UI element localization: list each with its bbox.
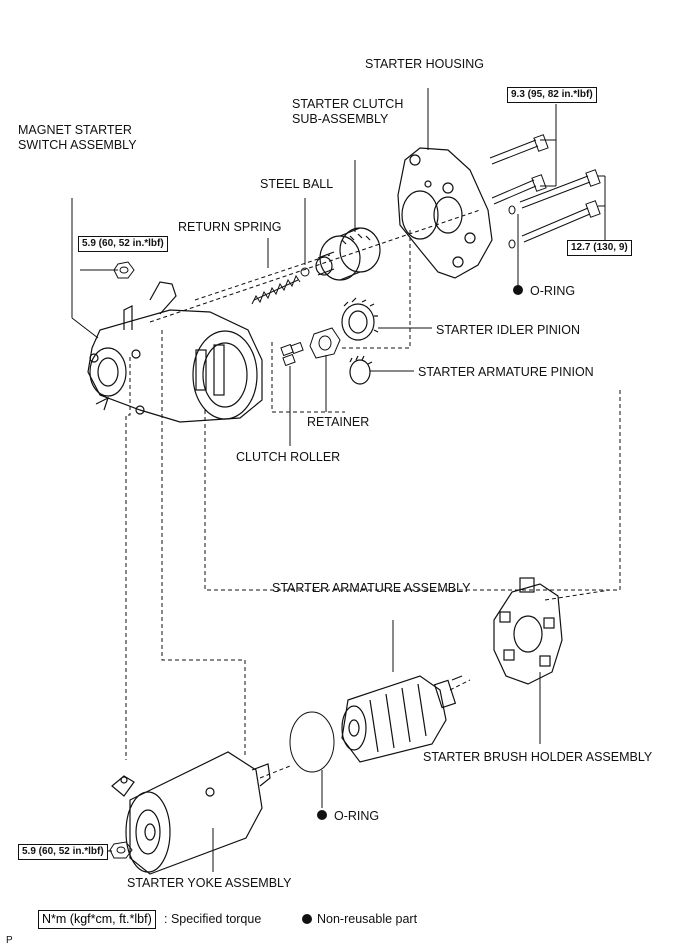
label-starter-clutch: STARTER CLUTCH <box>292 97 404 111</box>
label-starter-brush-holder-assembly: STARTER BRUSH HOLDER ASSEMBLY <box>423 750 653 764</box>
brush-holder-drawing <box>493 577 563 685</box>
label-starter-housing: STARTER HOUSING <box>365 57 484 71</box>
armature-pinion-drawing <box>349 355 373 385</box>
small-o-rings-drawing <box>508 205 516 249</box>
torque-housing-bolts: 9.3 (95, 82 in.*lbf) <box>507 87 597 103</box>
clutch-roller-drawing <box>280 341 304 367</box>
nonreusable-dot-bottom <box>317 810 327 820</box>
armature-drawing <box>341 675 463 763</box>
corner-mark: P <box>6 935 13 946</box>
legend-nonreusable: Non-reusable part <box>302 912 417 927</box>
label-retainer: RETAINER <box>307 415 370 429</box>
label-o-ring-bottom: O-RING <box>334 809 380 823</box>
legend-torque-desc: : Specified torque <box>164 912 262 926</box>
legend-torque-unit: N*m (kgf*cm, ft.*lbf) <box>38 910 156 929</box>
label-starter-armature-assembly: STARTER ARMATURE ASSEMBLY <box>272 581 471 595</box>
label-switch-assembly: SWITCH ASSEMBLY <box>18 138 137 152</box>
steel-ball-drawing <box>300 267 310 277</box>
starter-clutch-drawing <box>315 227 381 281</box>
label-starter-armature-pinion: STARTER ARMATURE PINION <box>418 365 594 379</box>
housing-bolts-drawing <box>489 134 601 243</box>
idler-pinion-drawing <box>341 297 379 341</box>
switch-nut-drawing <box>113 261 135 279</box>
starter-housing-drawing <box>397 147 493 279</box>
yoke-nut-drawing <box>109 841 133 859</box>
return-spring-drawing <box>251 274 301 305</box>
large-o-ring-drawing <box>289 711 335 773</box>
label-starter-idler-pinion: STARTER IDLER PINION <box>436 323 581 337</box>
nonreusable-dot-icon <box>302 914 312 924</box>
label-o-ring-top: O-RING <box>530 284 576 298</box>
torque-switch-nut: 5.9 (60, 52 in.*lbf) <box>78 236 168 252</box>
torque-through-bolts: 12.7 (130, 9) <box>567 240 632 256</box>
label-clutch-roller: CLUTCH ROLLER <box>236 450 341 464</box>
yoke-drawing <box>111 751 271 875</box>
nonreusable-dot-top <box>513 285 523 295</box>
alignment-dashed-lines <box>125 209 621 779</box>
label-return-spring: RETURN SPRING <box>178 220 282 234</box>
magnet-switch-drawing <box>87 281 263 423</box>
legend-nonreusable-desc: Non-reusable part <box>317 912 418 926</box>
label-starter-yoke-assembly: STARTER YOKE ASSEMBLY <box>127 876 292 890</box>
label-sub-assembly: SUB-ASSEMBLY <box>292 112 389 126</box>
label-steel-ball: STEEL BALL <box>260 177 334 191</box>
torque-yoke-nut: 5.9 (60, 52 in.*lbf) <box>18 844 108 860</box>
label-magnet-starter: MAGNET STARTER <box>18 123 132 137</box>
retainer-drawing <box>309 327 341 359</box>
